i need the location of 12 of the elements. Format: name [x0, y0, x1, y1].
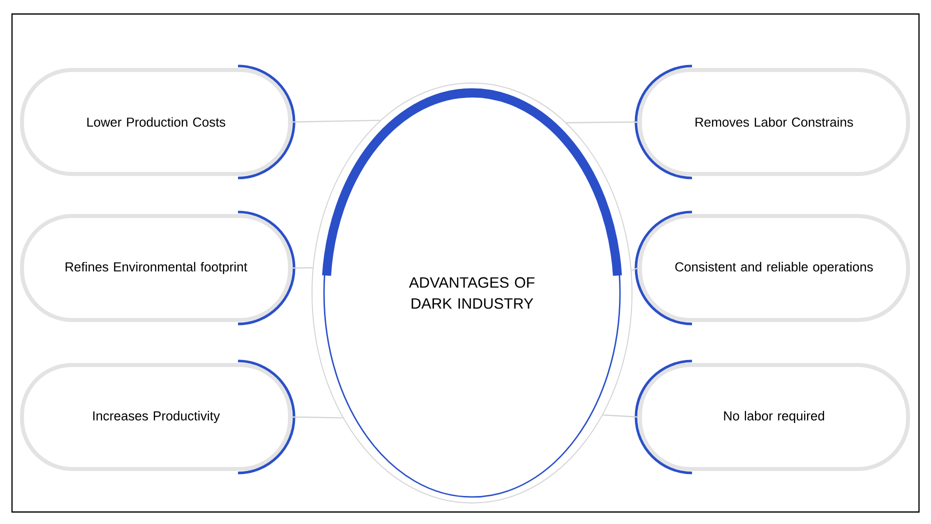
- connector-line: [292, 120, 380, 123]
- connector-line: [292, 267, 313, 269]
- pill-box: Removes Labor Constrains: [634, 64, 910, 180]
- connector-line: [566, 121, 638, 124]
- connector-line: [631, 267, 638, 272]
- pill-box: Increases Productivity: [20, 360, 296, 474]
- pill-box: Refines Environmental footprint: [20, 210, 296, 326]
- connector-line: [292, 416, 343, 418]
- pill-box: Lower Production Costs: [20, 64, 296, 180]
- connector-line: [602, 414, 638, 418]
- pill-box: No labor required: [634, 360, 910, 474]
- pill-box: Consistent and reliable operations: [634, 210, 910, 326]
